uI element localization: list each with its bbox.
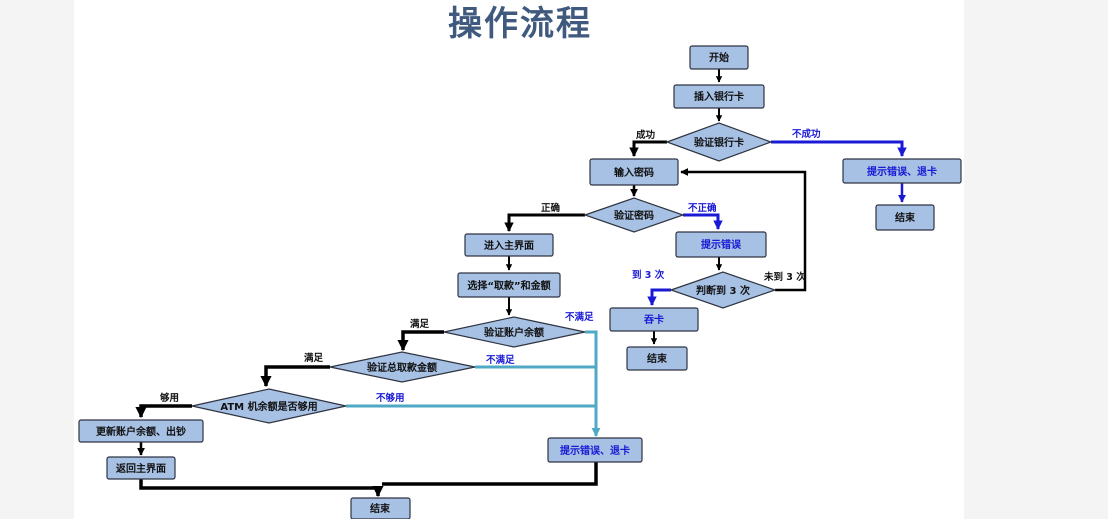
node-verify-password: 验证密码: [583, 197, 685, 233]
edge-not-reach3: [680, 167, 807, 292]
edge-pwd-fail: [683, 213, 723, 230]
svg-text:验证账户余额: 验证账户余额: [484, 326, 544, 339]
svg-text:验证总取款金额: 验证总取款金额: [367, 361, 437, 374]
node-atm-enough: ATM 机余额是否够用: [191, 388, 347, 424]
svg-text:结束: 结束: [370, 502, 391, 515]
svg-text:返回主界面: 返回主界面: [116, 462, 166, 475]
svg-text:更新账户余额、出钞: 更新账户余额、出钞: [96, 425, 186, 438]
svg-text:提示错误、退卡: 提示错误、退卡: [560, 444, 630, 457]
edge-back-end: [139, 479, 384, 498]
diagram-sheet: [74, 0, 964, 519]
edge-reach3: [647, 288, 671, 306]
node-verify-total: 验证总取款金额: [329, 351, 476, 383]
svg-text:验证银行卡: 验证银行卡: [694, 136, 744, 149]
label-total-fail: 不满足: [486, 354, 515, 366]
node-main-screen: 进入主界面: [464, 233, 554, 257]
svg-text:结束: 结束: [647, 352, 668, 365]
svg-text:提示错误、退卡: 提示错误、退卡: [867, 165, 937, 178]
label-balance-fail: 不满足: [565, 311, 594, 323]
svg-text:判断到 3 次: 判断到 3 次: [696, 284, 750, 297]
svg-text:提示错误: 提示错误: [701, 238, 742, 251]
svg-text:开始: 开始: [709, 51, 729, 64]
node-swallow-end: 结束: [626, 346, 688, 371]
label-pwd-fail: 不正确: [688, 202, 717, 214]
label-card-fail: 不成功: [792, 128, 821, 140]
svg-text:选择“取款”和金额: 选择“取款”和金额: [467, 279, 550, 292]
node-judge-three: 判断到 3 次: [669, 271, 777, 309]
edge-total-ok: [260, 365, 330, 388]
edge-pwd-ok: [504, 213, 585, 232]
node-card-error: 提示错误、退卡: [842, 158, 962, 184]
node-final-error: 提示错误、退卡: [547, 437, 643, 463]
node-select-withdraw: 选择“取款”和金额: [457, 272, 561, 298]
svg-text:输入密码: 输入密码: [614, 166, 654, 179]
edge-balance-ok: [397, 330, 444, 352]
svg-text:吞卡: 吞卡: [644, 313, 664, 326]
edge-error-end: [382, 462, 598, 486]
node-insert-card: 插入银行卡: [673, 84, 765, 109]
node-swallow-card: 吞卡: [609, 307, 699, 332]
node-card-end: 结束: [875, 204, 935, 231]
label-card-ok: 成功: [636, 129, 656, 141]
label-balance-ok: 满足: [410, 318, 430, 330]
svg-text:ATM 机余额是否够用: ATM 机余额是否够用: [220, 400, 317, 413]
node-update-balance: 更新账户余额、出钞: [78, 419, 204, 443]
edge-atm-ok: [135, 404, 192, 419]
svg-text:结束: 结束: [895, 211, 916, 224]
label-atm-ok: 够用: [159, 392, 179, 404]
node-verify-card: 验证银行卡: [665, 122, 773, 162]
svg-text:进入主界面: 进入主界面: [484, 239, 534, 252]
node-verify-balance: 验证账户余额: [443, 316, 586, 348]
edge-balance-fail: [585, 330, 601, 437]
svg-text:验证密码: 验证密码: [614, 209, 654, 222]
connectors: [135, 69, 907, 498]
node-back-main: 返回主界面: [106, 456, 176, 480]
edge-card-ok: [629, 140, 667, 157]
svg-text:插入银行卡: 插入银行卡: [694, 90, 744, 103]
page-title: 操作流程: [448, 4, 592, 44]
label-not-reach3: 未到 3 次: [763, 271, 806, 283]
node-final-end: 结束: [350, 497, 411, 519]
label-atm-fail: 不够用: [376, 392, 405, 404]
node-password-error: 提示错误: [675, 231, 767, 258]
node-input-password: 输入密码: [589, 158, 679, 186]
node-start: 开始: [689, 45, 749, 70]
edge-labels: 成功 不成功 正确 不正确 到 3 次 未到 3 次 满足 不满足 满足 不满足…: [159, 128, 821, 404]
label-total-ok: 满足: [304, 352, 324, 364]
label-reach3: 到 3 次: [632, 269, 665, 281]
edge-card-fail: [771, 140, 907, 157]
label-pwd-ok: 正确: [541, 202, 560, 214]
